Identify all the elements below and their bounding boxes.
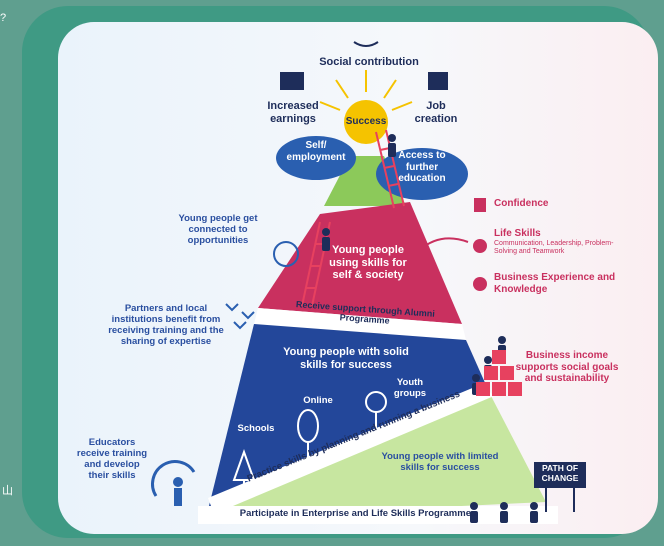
diagram-card: Social contribution Increased earnings J… (22, 6, 658, 538)
arrow-to-list (419, 237, 469, 251)
money-blocks-icon (476, 350, 522, 396)
pink-tier (258, 202, 462, 324)
earnings-icon (280, 72, 304, 90)
ladder-icon (301, 221, 331, 307)
alumni-band (254, 308, 466, 340)
blue-tier (208, 324, 490, 510)
confidence-label: Confidence (494, 198, 549, 209)
practice-band (208, 384, 494, 514)
business-experience-label: Business Experience and Knowledge (494, 272, 616, 295)
pink-tier-label: Young people using skills for self & soc… (329, 244, 407, 282)
success-label: Success (345, 116, 387, 127)
participate-band (198, 506, 558, 524)
path-sign-board (534, 462, 586, 488)
partners-label: Partners and local institutions benefit … (108, 303, 224, 347)
social-contribution-label: Social contribution (319, 56, 419, 68)
green-tier-label: Young people with limited skills for suc… (381, 451, 499, 473)
edge-mark-bottom: 山 (2, 485, 13, 497)
giving-hand-icon (353, 41, 379, 47)
path-of-change-label: PATH OF CHANGE (541, 463, 579, 483)
educators-label: Educators receive training and develop t… (76, 437, 148, 481)
self-employment-label: Self/ employment (286, 140, 346, 163)
sun-rays (319, 70, 413, 111)
life-skills-sub: Communication, Leadership, Problem-Solvi… (494, 240, 614, 256)
connected-label: Young people get connected to opportunit… (178, 213, 258, 246)
youth-groups-label: Youth groups (393, 377, 427, 399)
online-label: Online (303, 395, 333, 406)
diagram-canvas: Social contribution Increased earnings J… (58, 22, 658, 534)
tree-icons (232, 391, 387, 490)
life-skills-label: Life Skills (494, 228, 541, 239)
edge-mark-top: ? (0, 12, 7, 24)
ladder-icon (375, 129, 405, 209)
cloud-self-employment (276, 136, 356, 180)
cycle-arrow-icon (151, 460, 196, 497)
blue-tier-label: Young people with solid skills for succe… (283, 346, 409, 371)
further-education-label: Access to further education (398, 150, 446, 184)
participate-label: Participate in Enterprise and Life Skill… (239, 508, 477, 519)
business-income-label: Business income supports social goals an… (515, 350, 619, 384)
pink-list-icons (473, 198, 487, 291)
network-icon (273, 241, 299, 267)
schools-label: Schools (237, 423, 275, 434)
job-creation-icon (428, 72, 448, 90)
job-creation-label: Job creation (414, 100, 458, 125)
pyramid-graphic (151, 41, 586, 524)
increased-earnings-label: Increased earnings (267, 100, 319, 125)
green-tier (208, 394, 546, 518)
birds-icon (225, 303, 255, 330)
